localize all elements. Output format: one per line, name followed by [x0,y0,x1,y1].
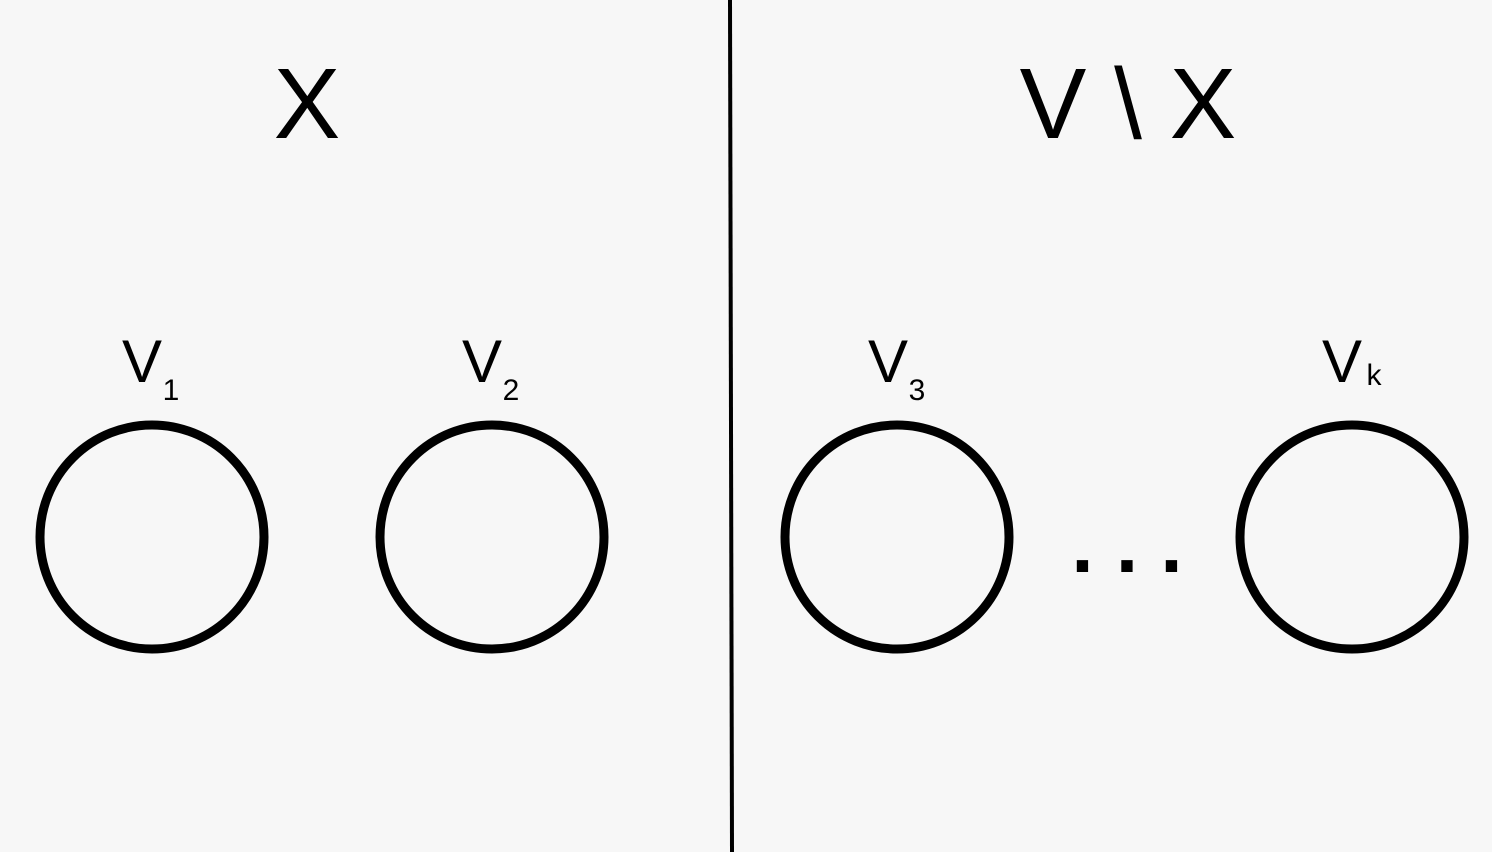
part-label-base: V [868,328,908,395]
ellipsis: . . . [1071,500,1182,589]
part-label-base: V [122,328,162,395]
part-circle [780,420,1014,654]
divider-line [728,0,734,852]
part-circle [1235,420,1469,654]
part-label-subscript: 3 [909,374,926,407]
part-label-subscript: 2 [503,374,520,407]
part-label-base: V [1322,328,1362,395]
set-label-v-minus-x: V \ X [1020,48,1237,160]
part-label-subscript: 1 [163,374,180,407]
part-v1: V 1 [35,328,269,654]
part-v3: V 3 [780,328,1014,654]
part-circle [35,420,269,654]
set-label-x: X [274,48,341,160]
part-circle [375,420,609,654]
part-label-base: V [462,328,502,395]
part-label-subscript: k [1367,359,1383,392]
part-vk: V k [1235,328,1469,654]
part-v2: V 2 [375,328,609,654]
